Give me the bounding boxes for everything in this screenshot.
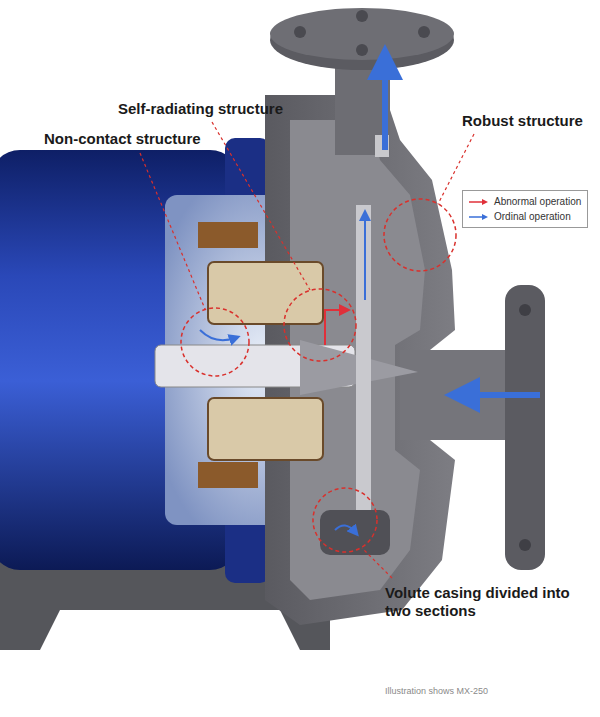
legend-arrow — [469, 198, 489, 206]
legend-text: Ordinal operation — [494, 209, 571, 224]
callout-label: Robust structure — [462, 112, 583, 130]
callout-label: Non-contact structure — [44, 130, 201, 148]
callout-label: Volute casing divided into two sections — [385, 584, 575, 620]
legend-box: Abnormal operationOrdinal operation — [462, 190, 588, 228]
legend-row: Abnormal operation — [469, 194, 581, 209]
legend-text: Abnormal operation — [494, 194, 581, 209]
legend-arrow — [469, 213, 489, 221]
caption: Illustration shows MX-250 — [385, 686, 488, 696]
callout-label: Self-radiating structure — [118, 100, 283, 118]
legend-row: Ordinal operation — [469, 209, 581, 224]
